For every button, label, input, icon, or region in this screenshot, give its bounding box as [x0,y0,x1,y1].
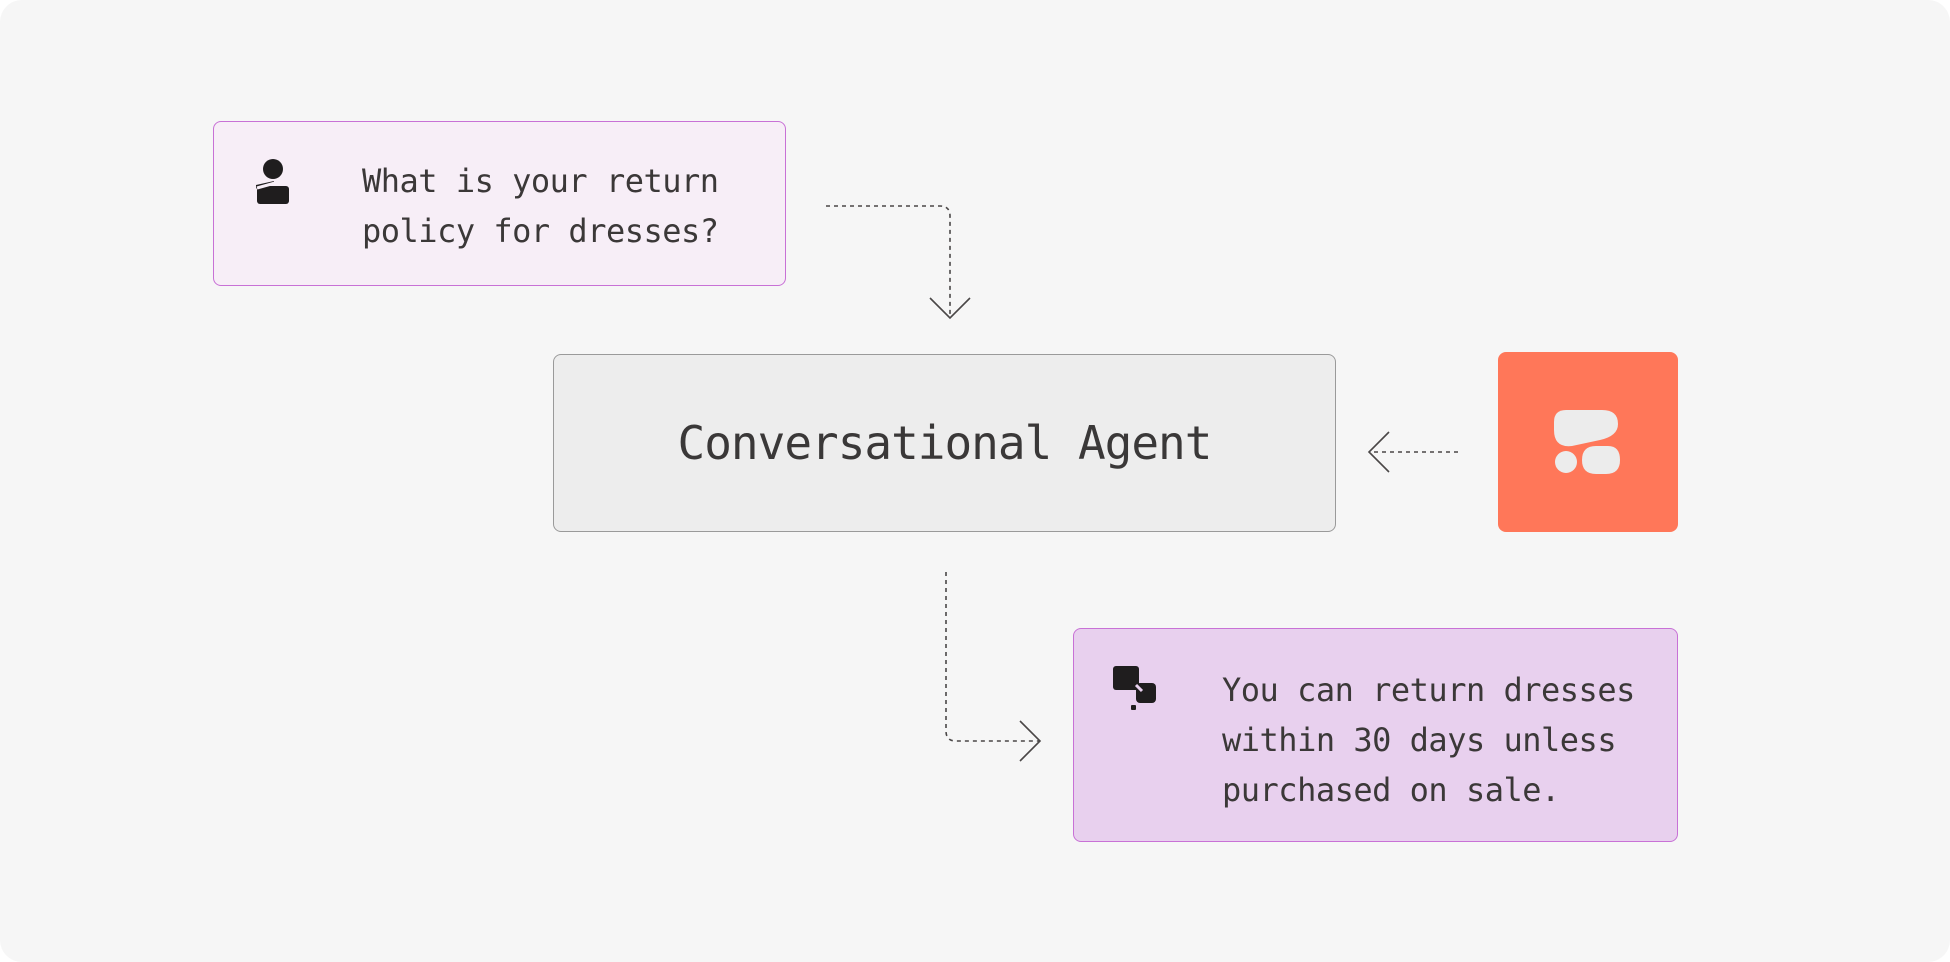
arrow-agent-to-reply [945,572,1042,762]
reply-message-text: You can return dresses within 30 days un… [1222,671,1635,809]
user-message-text: What is your return policy for dresses? [362,162,719,250]
chat-bubbles-icon [1112,665,1158,715]
brand-logo-icon [1552,408,1622,480]
brand-tile [1498,352,1678,532]
user-message-card: What is your return policy for dresses? [213,121,786,286]
arrow-brand-to-agent [1367,431,1458,473]
reply-message-card: You can return dresses within 30 days un… [1073,628,1678,842]
agent-label: Conversational Agent [677,416,1213,470]
agent-node: Conversational Agent [553,354,1336,532]
user-icon [254,158,290,208]
arrow-question-to-agent [826,205,971,320]
